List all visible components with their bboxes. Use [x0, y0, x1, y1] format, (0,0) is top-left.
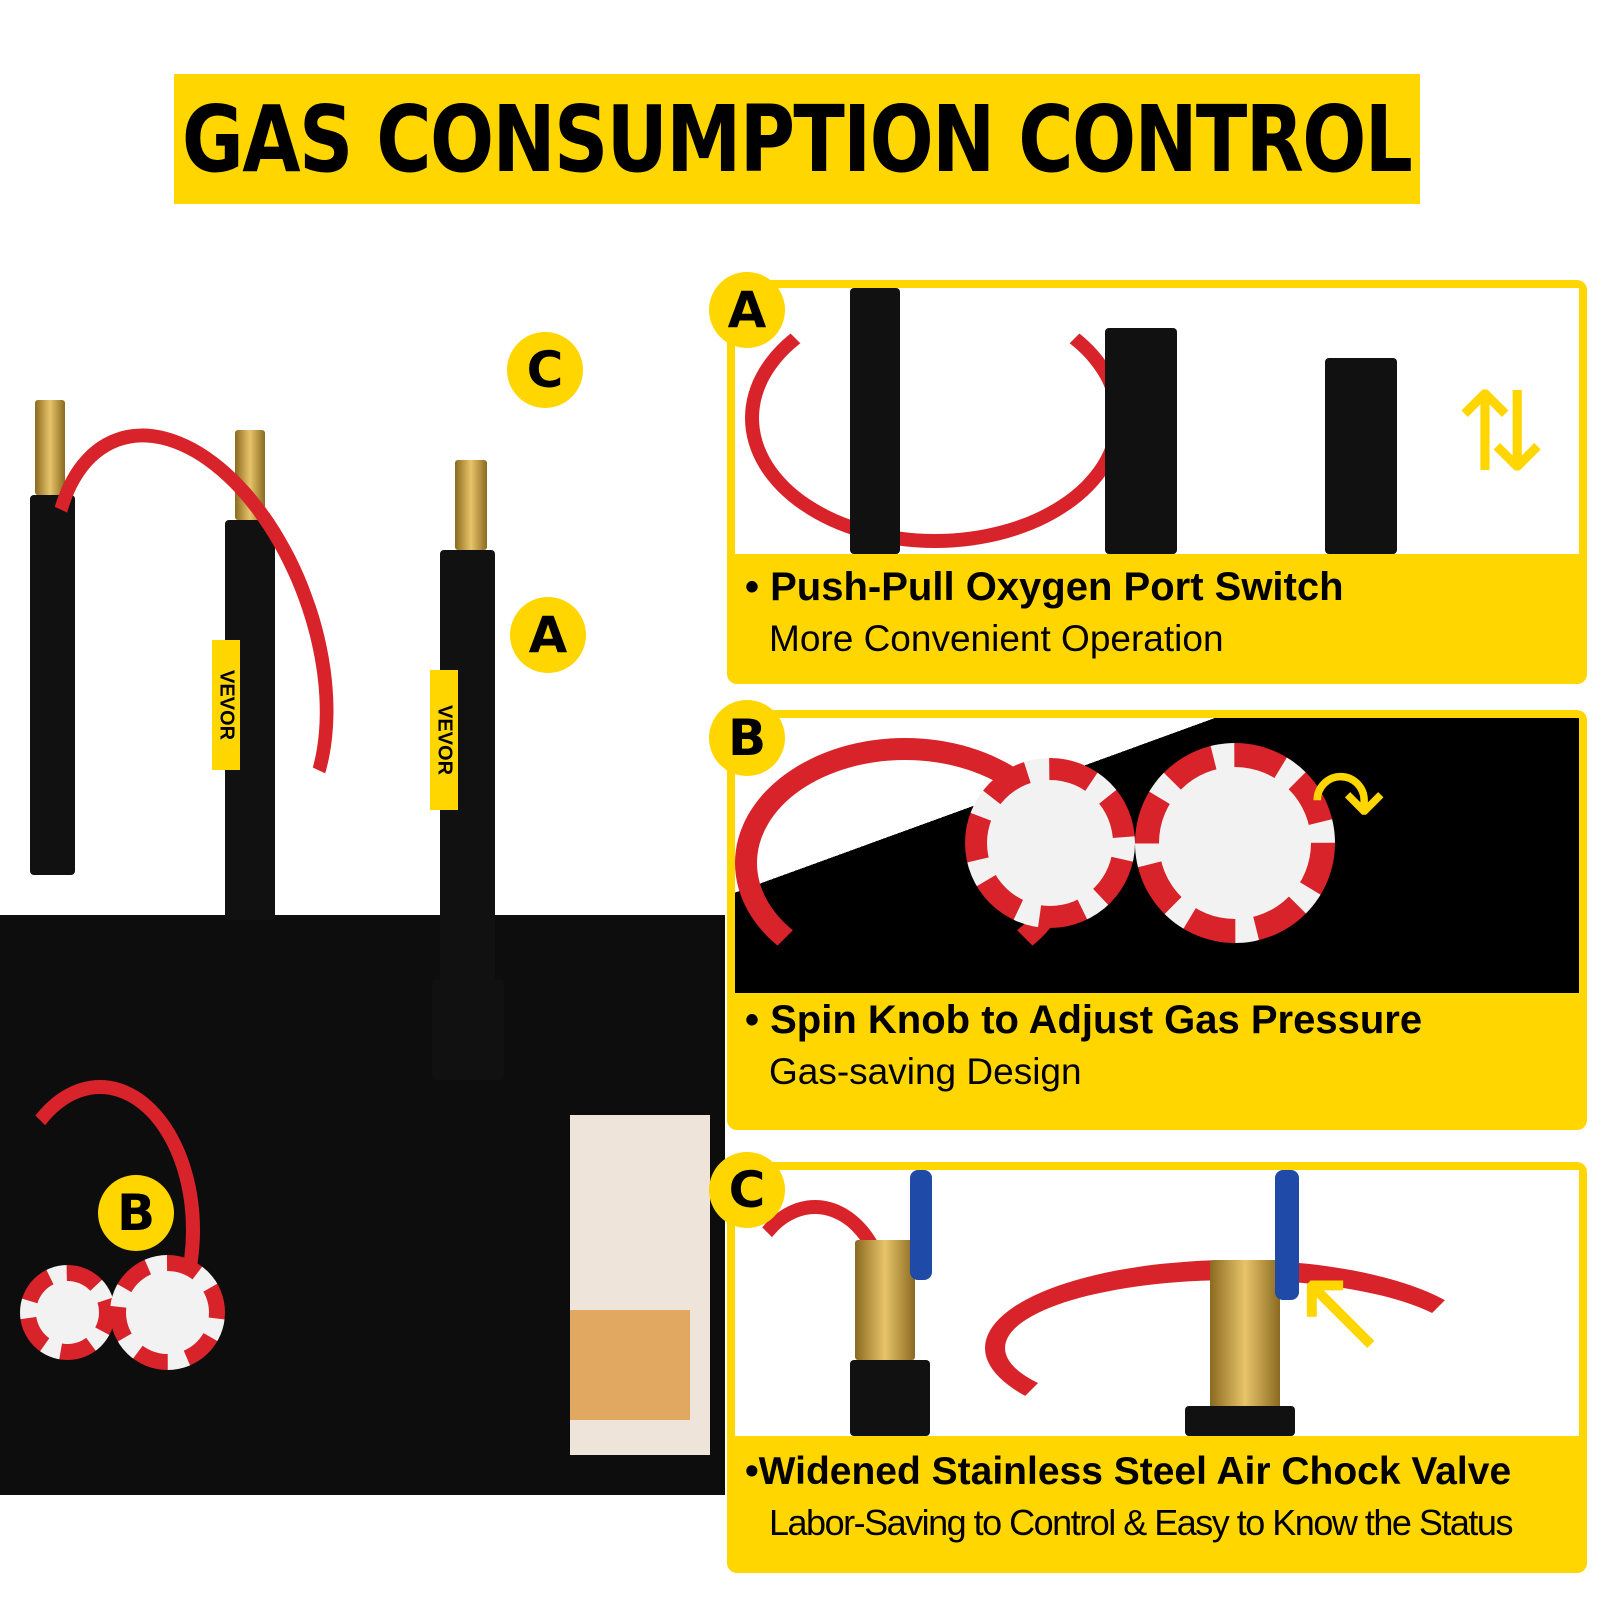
feature-subheading: Gas-saving Design — [769, 1051, 1082, 1092]
feature-panel-a: ⇅ • Push-Pull Oxygen Port Switch More Co… — [709, 272, 1587, 684]
valve — [455, 460, 487, 550]
burner-tube — [1185, 1406, 1295, 1436]
feature-heading: •Widened Stainless Steel Air Chock Valve — [745, 1450, 1512, 1493]
panel-badge-a: A — [709, 272, 785, 348]
callout-b: B — [98, 1175, 174, 1251]
valve-handle — [1275, 1170, 1299, 1300]
feature-photo-a: ⇅ — [735, 288, 1579, 554]
panel-badge-b: B — [709, 700, 785, 776]
feature-panel-b: ↷ • Spin Knob to Adjust Gas Pressure Gas… — [709, 700, 1587, 1130]
fire-brick — [570, 1310, 690, 1420]
burner-tube — [1105, 328, 1177, 554]
burner-tube — [850, 1360, 930, 1436]
valve-handle — [910, 1170, 932, 1280]
pressure-gauge — [1135, 743, 1335, 943]
feature-panel-c: ↖ •Widened Stainless Steel Air Chock Val… — [709, 1152, 1587, 1573]
feature-heading: • Spin Knob to Adjust Gas Pressure — [745, 998, 1423, 1042]
valve — [855, 1240, 915, 1360]
pressure-gauge — [110, 1255, 225, 1370]
feature-heading: • Push-Pull Oxygen Port Switch — [745, 565, 1344, 609]
panel-badge-c: C — [709, 1152, 785, 1228]
page-title: GAS CONSUMPTION CONTROL — [182, 85, 1413, 193]
rotate-arrow-icon: ↷ — [1310, 753, 1386, 853]
feature-photo-c: ↖ — [735, 1170, 1579, 1436]
title-banner: GAS CONSUMPTION CONTROL — [174, 74, 1420, 204]
burner-tube — [1325, 358, 1397, 554]
valve — [235, 430, 265, 520]
feature-subheading: More Convenient Operation — [769, 618, 1224, 659]
pressure-gauge — [965, 758, 1135, 928]
pointer-arrow-icon: ↖ — [1290, 1243, 1391, 1377]
burner-tube — [850, 288, 900, 554]
burner-tube — [30, 495, 75, 875]
callout-a: A — [510, 597, 586, 673]
brand-tag: VEVOR — [430, 670, 458, 810]
valve — [35, 400, 65, 495]
pressure-gauge — [20, 1265, 115, 1360]
hose — [745, 288, 1125, 548]
feature-photo-b: ↷ — [735, 718, 1579, 993]
callout-c: C — [507, 332, 583, 408]
push-pull-arrows-icon: ⇅ — [1455, 371, 1548, 494]
burner-base — [432, 980, 504, 1080]
brand-tag: VEVOR — [212, 640, 240, 770]
feature-subheading: Labor-Saving to Control & Easy to Know t… — [769, 1502, 1513, 1543]
valve — [1210, 1260, 1280, 1410]
